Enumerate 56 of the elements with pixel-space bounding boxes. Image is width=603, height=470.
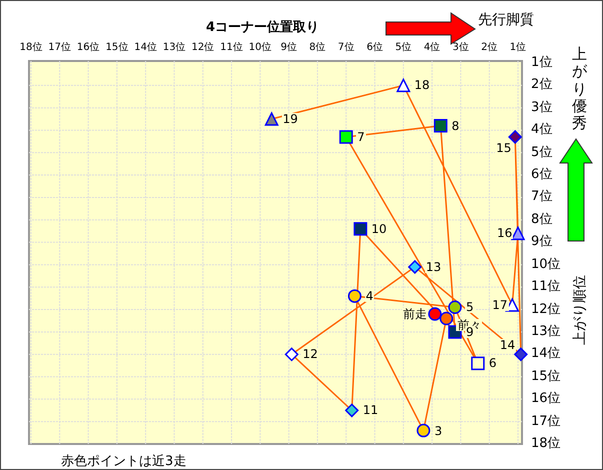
axis-tick-label: 6位 (366, 43, 383, 53)
axis-tick-label: 7位 (531, 190, 552, 204)
point-label: 3 (433, 424, 444, 437)
axis-tick-label: 3位 (452, 43, 469, 53)
axis-tick-label: 1位 (510, 43, 526, 53)
axis-tick-label: 14位 (531, 347, 561, 360)
axis-tick-label: 10位 (248, 43, 272, 53)
axis-tick-label: 4位 (424, 43, 440, 53)
axis-tick-label: 18位 (531, 437, 561, 450)
axis-tick-label: 17位 (48, 43, 71, 53)
axis-tick-label: 17位 (531, 414, 561, 428)
axis-tick-label: 18位 (20, 43, 42, 53)
axis-tick-label: 1位 (531, 56, 552, 69)
axis-tick-label: 2位 (481, 43, 498, 53)
axis-tick-label: 12位 (192, 43, 214, 53)
axis-tick-label: 5位 (531, 146, 552, 159)
axis-tick-label: 10位 (531, 258, 561, 271)
axis-title: 上がり順位 (573, 275, 587, 345)
axis-tick-label: 8位 (309, 43, 326, 53)
axis-tick-label: 9位 (531, 235, 552, 248)
axis-tick-label: 7位 (338, 43, 354, 53)
point-label: 15 (495, 142, 512, 154)
axis-tick-label: 11位 (220, 43, 243, 53)
point-label: 7 (356, 130, 366, 143)
axis-tick-label: 4位 (531, 123, 552, 136)
axis-tick-label: 5位 (395, 43, 412, 53)
axis-tick-label: 16位 (76, 43, 100, 53)
axis-tick-label: 11位 (531, 280, 561, 294)
axis-tick-label: 3位 (531, 100, 552, 114)
point-label: 18 (413, 79, 431, 92)
axis-tick-label: 13位 (531, 324, 561, 338)
axis-tick-label: 9位 (280, 43, 297, 53)
axis-tick-label: 13位 (162, 43, 186, 53)
point-label: 12 (302, 348, 319, 360)
note-text: 上がり優秀 (572, 46, 587, 132)
axis-tick-label: 14位 (134, 43, 157, 53)
axis-title: 4コーナー位置取り (206, 21, 320, 34)
point-label: 6 (488, 357, 498, 370)
axis-tick-label: 12位 (531, 302, 561, 316)
point-label: 4 (364, 290, 374, 302)
point-label: 14 (498, 339, 516, 352)
point-label: 10 (370, 222, 388, 235)
axis-tick-label: 16位 (531, 392, 561, 406)
axis-tick-label: 2位 (531, 78, 552, 92)
axis-tick-label: 15位 (106, 43, 128, 53)
note-text: 赤色ポイントは近3走 (61, 455, 186, 468)
point-label: 前走 (402, 308, 428, 320)
point-label: 19 (282, 113, 299, 126)
point-label: 5 (464, 301, 475, 314)
point-label: 17 (491, 299, 509, 312)
axis-tick-label: 6位 (531, 168, 552, 182)
point-label: 11 (362, 404, 380, 416)
axis-tick-label: 15位 (531, 370, 561, 383)
note-text: 先行脚質 (478, 13, 534, 27)
point-label: 16 (496, 227, 514, 240)
axis-tick-label: 8位 (531, 212, 552, 226)
